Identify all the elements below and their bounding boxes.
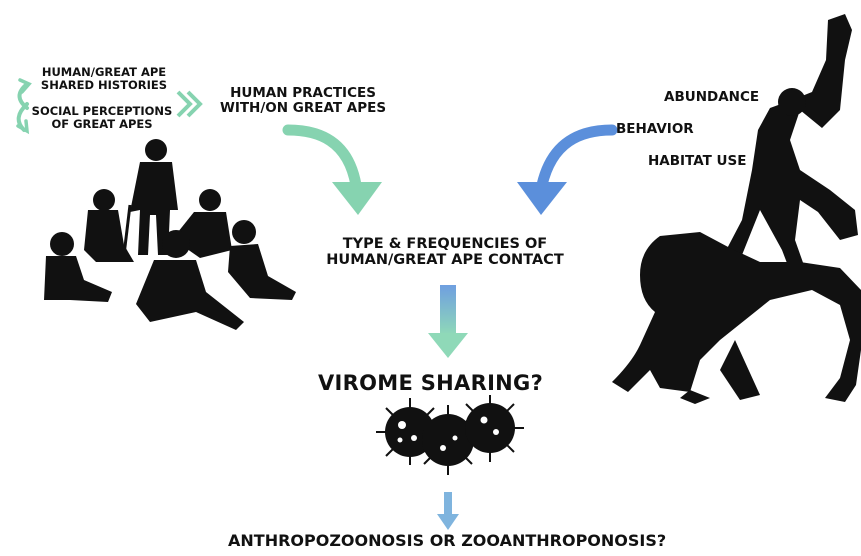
shared-histories-label: HUMAN/GREAT APE SHARED HISTORIES — [40, 66, 168, 92]
virome-sharing-label: VIROME SHARING? — [318, 371, 544, 395]
gibbon-silhouette — [720, 14, 858, 292]
down-arrow-contact-to-virome — [428, 285, 468, 358]
gorilla-silhouette — [612, 232, 861, 404]
contact-label: TYPE & FREQUENCIES OF HUMAN/GREAT APE CO… — [295, 236, 595, 268]
double-chevron-icon — [176, 90, 203, 118]
human-practices-line2: WITH/ON GREAT APES — [219, 100, 387, 117]
habitat-use-label: HABITAT USE — [648, 153, 747, 169]
virus-icon — [376, 395, 524, 475]
social-perceptions-label: SOCIAL PERCEPTIONS OF GREAT APES — [22, 105, 182, 131]
abundance-label: ABUNDANCE — [664, 89, 760, 105]
human-practices-label: HUMAN PRACTICES WITH/ON GREAT APES — [208, 85, 398, 117]
contact-line1: TYPE & FREQUENCIES OF — [342, 236, 548, 252]
behavior-label: BEHAVIOR — [616, 121, 694, 137]
contact-line2: HUMAN/GREAT APE CONTACT — [326, 252, 564, 269]
blue-curved-arrow — [517, 124, 618, 215]
shared-histories-line2: SHARED HISTORIES — [40, 77, 168, 92]
outcome-label: ANTHROPOZOONOSIS OR ZOOANTHROPONOSIS? — [228, 531, 667, 550]
shared-histories-line1: HUMAN/GREAT APE — [41, 65, 167, 79]
down-arrow-virome-to-outcome — [437, 492, 459, 530]
human-practices-line1: HUMAN PRACTICES — [230, 85, 376, 101]
social-perceptions-line2: OF GREAT APES — [51, 116, 153, 131]
green-curved-arrow — [282, 124, 382, 215]
social-perceptions-line1: SOCIAL PERCEPTIONS — [31, 104, 173, 118]
cycle-arrows-icon — [16, 78, 32, 135]
people-group-silhouette — [44, 139, 296, 330]
